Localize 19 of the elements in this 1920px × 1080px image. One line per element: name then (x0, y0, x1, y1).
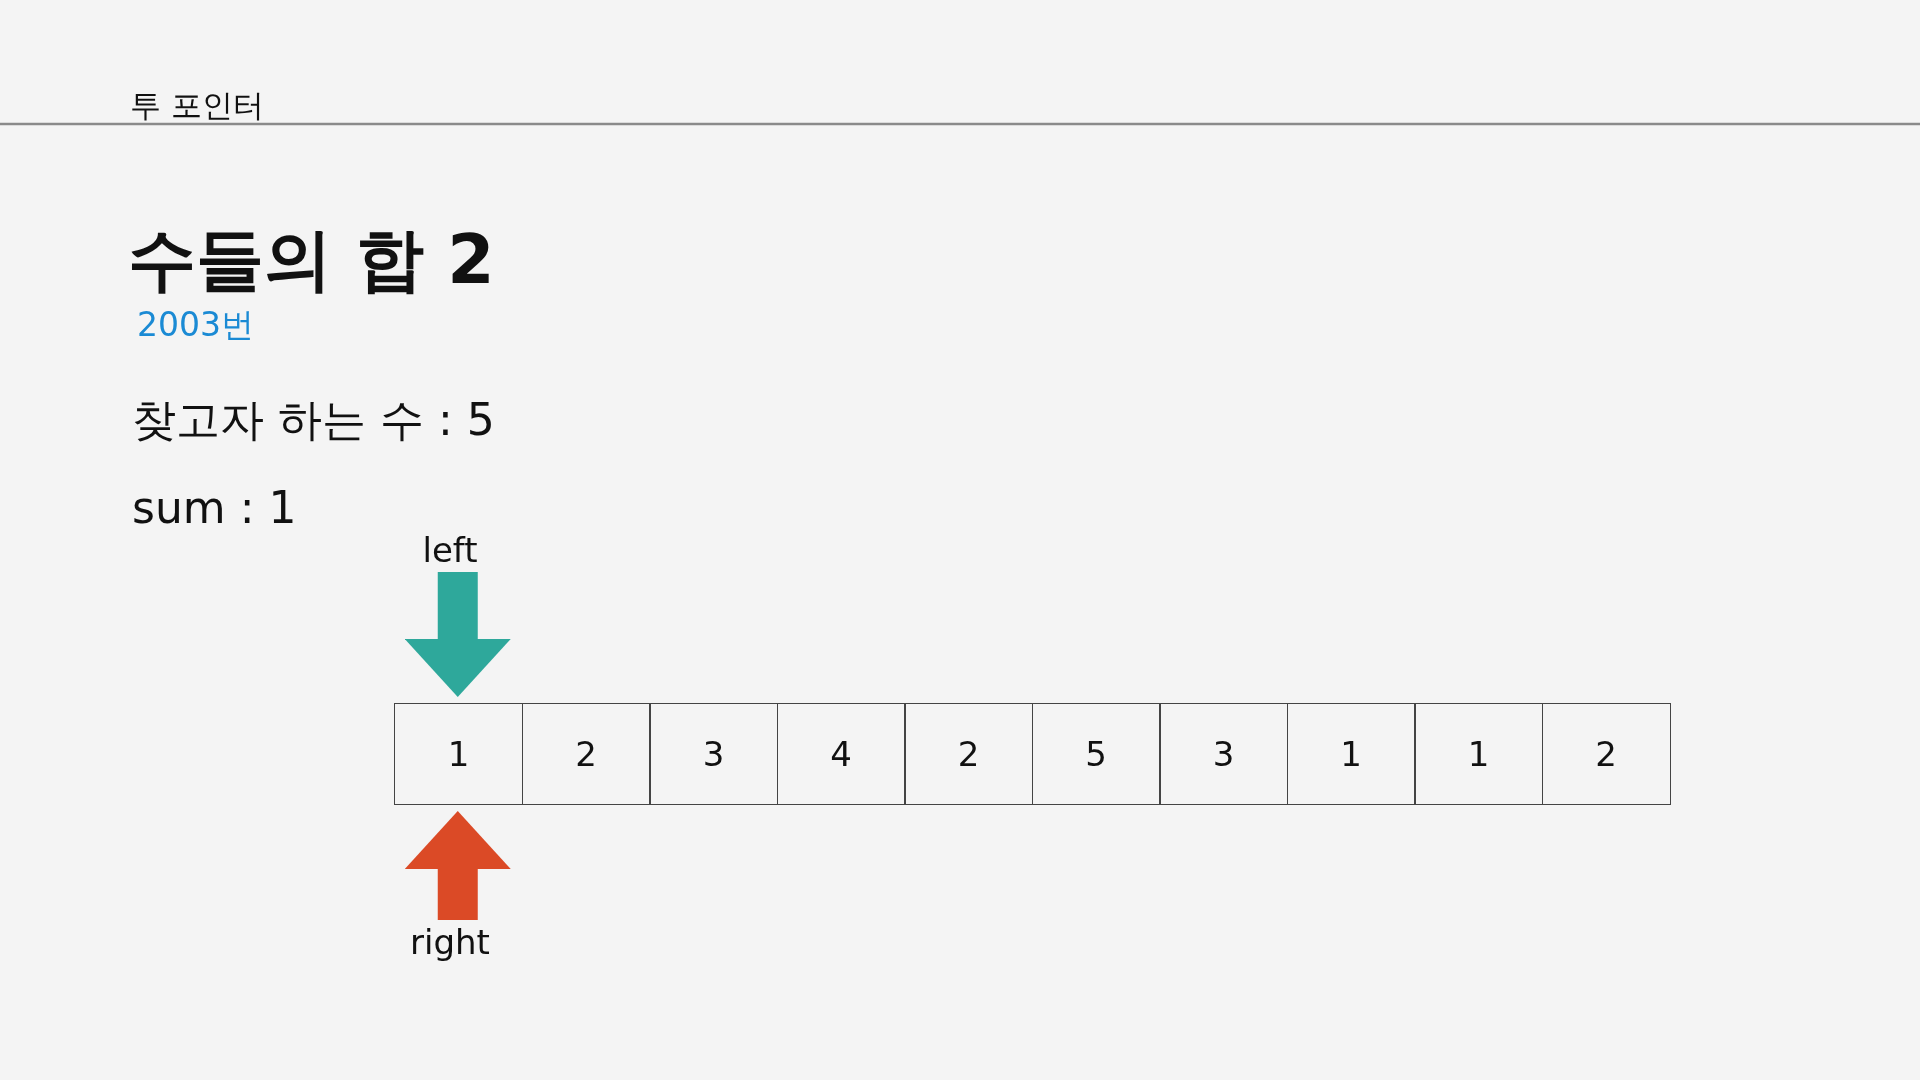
problem-number: 2003번 (137, 304, 254, 345)
pointer-label: right (410, 922, 490, 962)
array-cell: 1 (394, 703, 523, 805)
array-cell: 5 (1031, 703, 1161, 805)
array-cell: 3 (649, 703, 778, 805)
array-cell: 2 (521, 703, 651, 805)
sum-text: sum : 1 (132, 481, 297, 535)
array-cell: 4 (776, 703, 906, 805)
array-cell: 2 (904, 703, 1033, 805)
slide-title: 수들의 합 2 (128, 219, 495, 301)
target-value-text: 찾고자 하는 수 : 5 (132, 393, 495, 447)
pointer-label: left (422, 530, 478, 570)
array-cell: 2 (1541, 703, 1671, 805)
pointer-arrow (404, 811, 511, 920)
pointer-arrow (404, 572, 511, 697)
array-cell: 3 (1159, 703, 1288, 805)
array-cell: 1 (1414, 703, 1543, 805)
section-heading: 투 포인터 (130, 86, 264, 125)
array-cell: 1 (1286, 703, 1416, 805)
